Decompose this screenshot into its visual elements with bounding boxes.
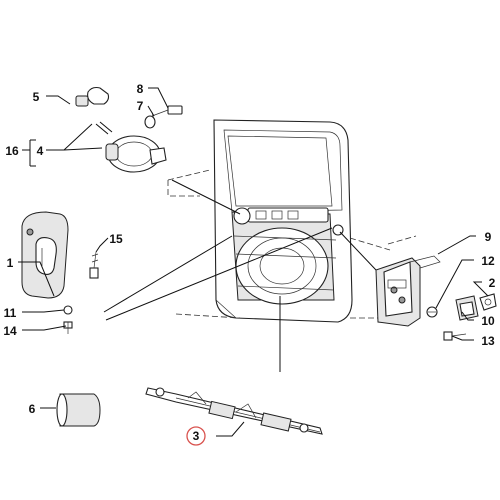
label-11: 11 bbox=[4, 306, 17, 320]
label-3-highlight bbox=[186, 426, 206, 446]
label-10: 10 bbox=[481, 314, 495, 328]
callout-labels: 5 8 7 16 4 15 1 11 14 6 3 9 12 2 10 13 bbox=[3, 82, 496, 446]
label-9: 9 bbox=[485, 230, 492, 244]
part-5-clip bbox=[75, 86, 110, 107]
label-2: 2 bbox=[489, 276, 496, 290]
part-1-door-handle bbox=[21, 211, 69, 299]
part-15-screw bbox=[89, 251, 99, 279]
label-5: 5 bbox=[33, 90, 40, 104]
label-15: 15 bbox=[109, 232, 123, 246]
label-7: 7 bbox=[137, 99, 144, 113]
label-3: 3 bbox=[193, 429, 200, 443]
label-12: 12 bbox=[481, 254, 495, 268]
part-3-regulator bbox=[145, 387, 323, 435]
label-1: 1 bbox=[7, 256, 14, 270]
part-14-screw bbox=[63, 321, 73, 334]
part-11-nut bbox=[63, 305, 73, 315]
label-14: 14 bbox=[3, 324, 17, 338]
part-9-door-lock bbox=[375, 255, 441, 327]
label-13: 13 bbox=[481, 334, 495, 348]
label-16: 16 bbox=[5, 144, 19, 158]
label-8: 8 bbox=[137, 82, 144, 96]
door-panel bbox=[213, 119, 353, 323]
part-13-screw bbox=[443, 331, 467, 341]
part-10-striker bbox=[455, 295, 479, 321]
part-4-filler-housing bbox=[95, 121, 167, 173]
part-6-pad bbox=[56, 393, 101, 427]
leader-lines bbox=[18, 87, 489, 437]
part-8-bolt bbox=[151, 105, 183, 121]
part-12-screw bbox=[426, 306, 438, 318]
label-4: 4 bbox=[37, 144, 44, 158]
part-2-striker-loop bbox=[479, 293, 497, 311]
part-7-washer bbox=[144, 115, 156, 129]
label-6: 6 bbox=[29, 402, 36, 416]
